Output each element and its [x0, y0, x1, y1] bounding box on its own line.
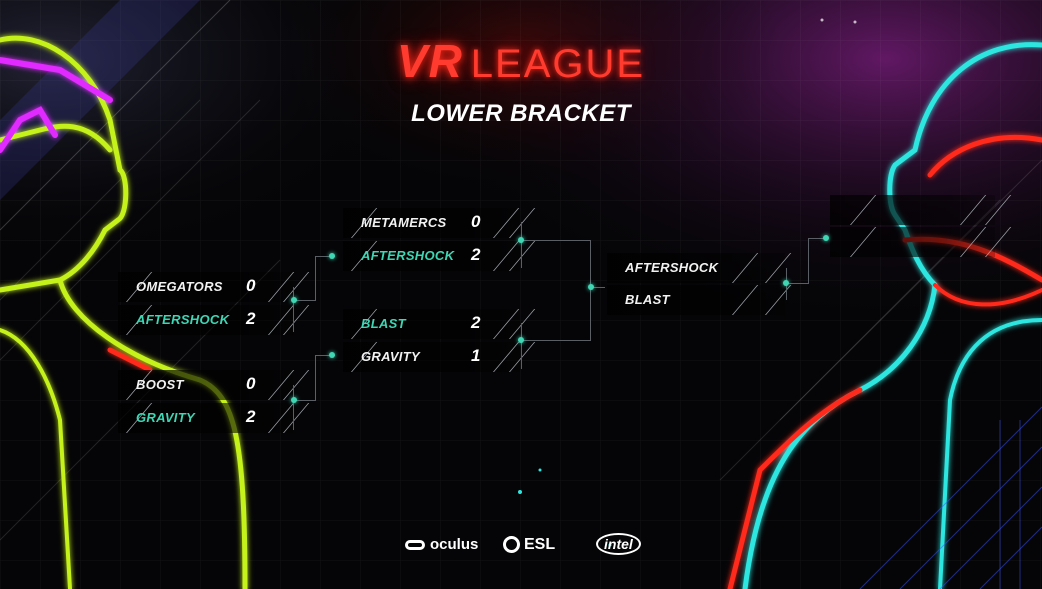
oculus-text: oculus: [430, 536, 479, 553]
intel-text: intel: [604, 536, 633, 552]
team-name: GRAVITY: [361, 349, 420, 364]
team-name: OMEGATORS: [136, 279, 223, 294]
bracket-node-dot: [518, 337, 524, 343]
bracket-slot-r1m2-team2: GRAVITY 2: [118, 403, 310, 433]
team-score: 0: [471, 212, 481, 231]
esl-logo-icon: [503, 536, 520, 554]
connector-line: [808, 238, 828, 239]
bracket-node-dot: [823, 235, 829, 241]
connector-line: [521, 240, 591, 241]
bracket-slot-r2m2-team1: BLAST 2: [343, 309, 536, 339]
bracket-node-dot: [783, 280, 789, 286]
connector-line: [808, 238, 809, 284]
bracket-node-dot: [329, 352, 335, 358]
connector-line: [315, 256, 316, 301]
bracket-slot-r2m2-team2: GRAVITY 1: [343, 342, 536, 372]
connector-line: [293, 300, 315, 301]
team-name: GRAVITY: [136, 410, 195, 425]
connector-line: [293, 400, 315, 401]
team-score: 2: [471, 245, 481, 264]
esl-logo: ESL: [503, 536, 555, 554]
page-title: LOWER BRACKET: [411, 100, 631, 127]
esl-text: ESL: [524, 536, 556, 553]
team-name: BLAST: [625, 292, 670, 307]
bracket-slot-r3m1-team1: AFTERSHOCK: [607, 253, 792, 283]
bracket-node-dot: [518, 237, 524, 243]
bracket-slot-r2m1-team2: AFTERSHOCK 2: [343, 241, 536, 271]
team-name: BOOST: [136, 377, 184, 392]
logo-league-text: LEAGUE: [470, 42, 646, 86]
connector-line: [590, 287, 605, 288]
team-score: 0: [246, 374, 256, 393]
oculus-logo-icon: [405, 540, 425, 551]
bracket-slot-r1m1-team1: OMEGATORS 0: [118, 272, 310, 302]
connector-line: [521, 323, 522, 369]
connector-line: [293, 287, 294, 332]
bracket-slot-final-team2: [830, 227, 1012, 257]
connector-line: [590, 240, 591, 341]
connector-line: [521, 222, 522, 268]
bracket-slot-r1m2-team1: BOOST 0: [118, 370, 310, 400]
team-name: AFTERSHOCK: [625, 260, 719, 275]
bracket-node-dot: [588, 284, 594, 290]
connector-line: [786, 283, 808, 284]
team-name: METAMERCS: [361, 215, 447, 230]
bracket-slot-r1m1-team2: AFTERSHOCK 2: [118, 305, 310, 335]
team-name: AFTERSHOCK: [136, 312, 230, 327]
bracket-slot-r2m1-team1: METAMERCS 0: [343, 208, 536, 238]
team-score: 2: [246, 309, 256, 328]
team-score: 1: [471, 346, 481, 365]
connector-line: [293, 385, 294, 430]
bracket-node-dot: [329, 253, 335, 259]
bracket-slot-final-team1: [830, 195, 1012, 225]
team-name: AFTERSHOCK: [361, 248, 455, 263]
team-score: 0: [246, 276, 256, 295]
connector-line: [315, 256, 335, 257]
connector-line: [315, 355, 335, 356]
team-score: 2: [246, 407, 256, 426]
connector-line: [521, 340, 591, 341]
bracket-node-dot: [291, 297, 297, 303]
oculus-logo: oculus: [405, 536, 478, 553]
bracket-slot-r3m1-team2: BLAST: [607, 285, 792, 315]
connector-line: [315, 355, 316, 401]
logo-vr-text: VR: [396, 35, 463, 87]
team-score: 2: [471, 313, 481, 332]
intel-logo-icon: intel: [596, 533, 641, 555]
bracket-node-dot: [291, 397, 297, 403]
intel-logo: intel: [596, 533, 641, 555]
team-name: BLAST: [361, 316, 406, 331]
